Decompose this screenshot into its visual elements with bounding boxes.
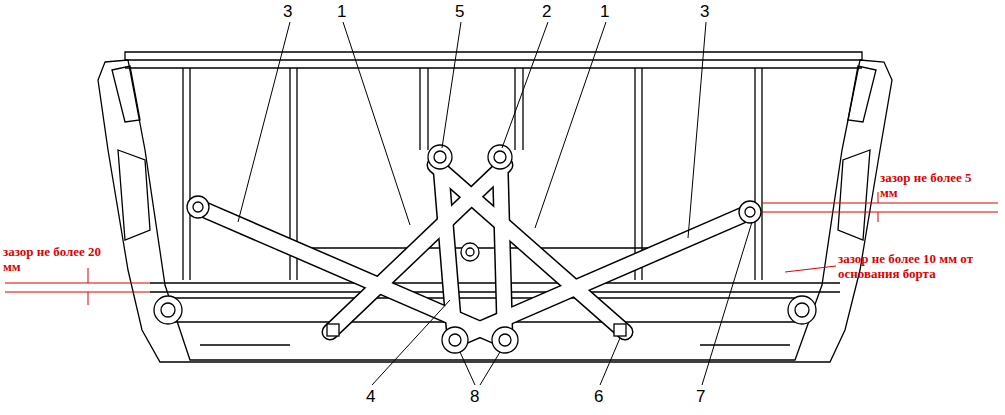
- callout-number: 2: [542, 3, 551, 20]
- callout-number: 5: [455, 3, 464, 20]
- gap-annotation: зазор не более 5 мм: [880, 171, 992, 201]
- callout-number: 7: [696, 388, 705, 405]
- callout-number: 1: [600, 3, 609, 20]
- gap-annotation: зазор не более 20 мм: [3, 245, 103, 275]
- callout-number: 6: [594, 388, 603, 405]
- callout-number: 1: [337, 3, 346, 20]
- callout-number: 3: [700, 3, 709, 20]
- callout-number: 8: [470, 388, 479, 405]
- callout-number: 4: [366, 388, 375, 405]
- callout-number: 3: [283, 3, 292, 20]
- gap-annotation: зазор не более 10 мм от основания борта: [838, 252, 988, 282]
